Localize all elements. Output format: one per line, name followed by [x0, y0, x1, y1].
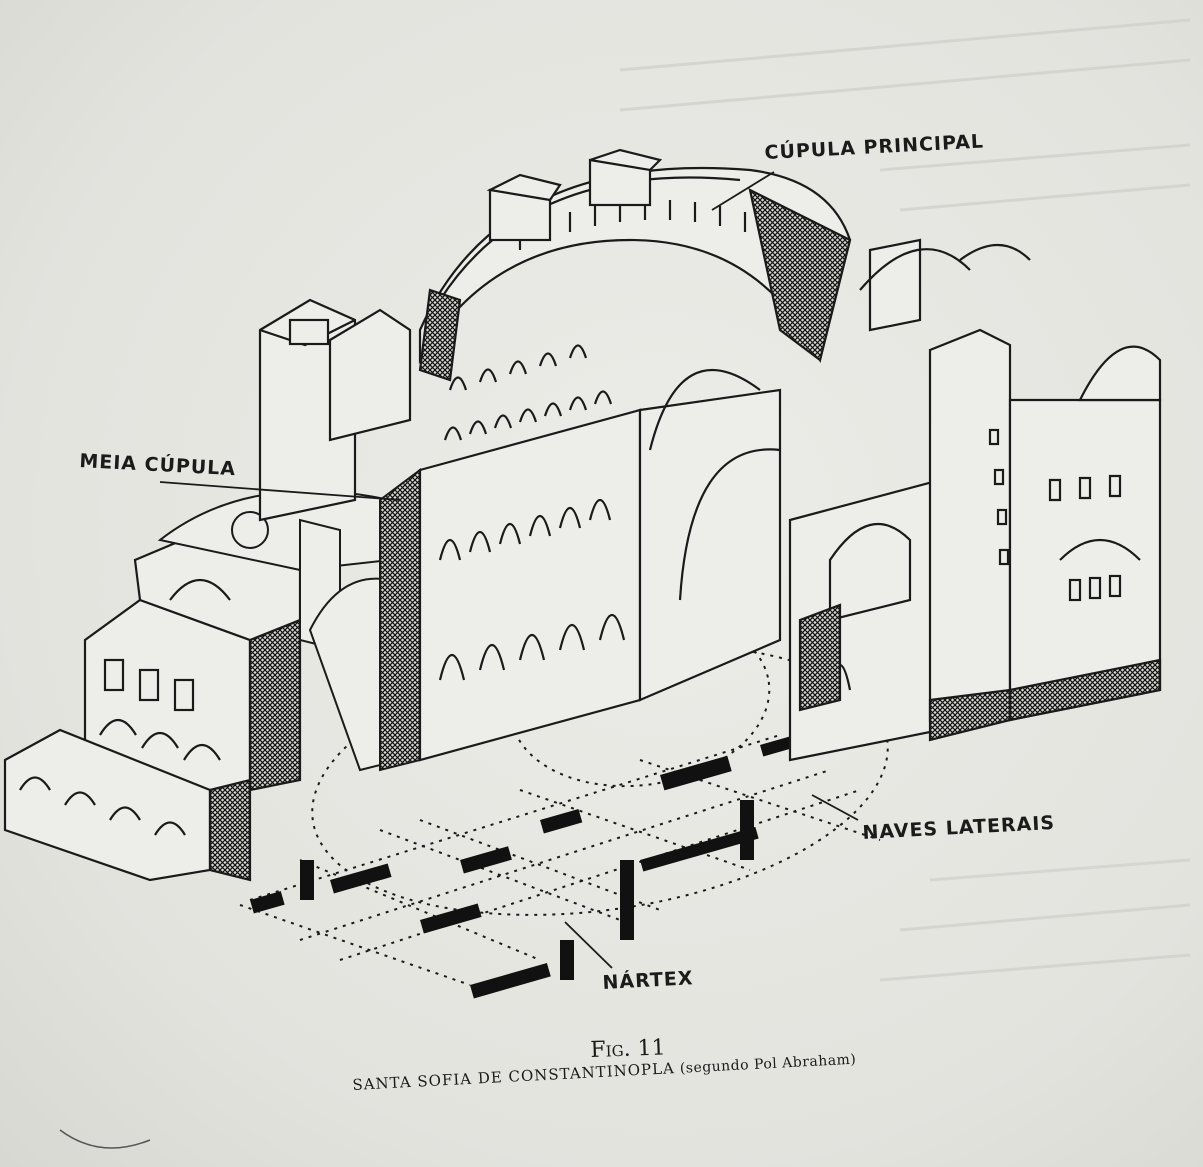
west-wing	[3, 518, 302, 882]
figure-number: Fig. 11	[590, 1035, 666, 1063]
northwest-tower	[258, 298, 412, 522]
west-semi-dome	[157, 468, 421, 772]
east-wing	[788, 238, 1162, 762]
bleed-through-text	[619, 18, 1191, 982]
main-dome	[418, 148, 852, 382]
pencil-mark	[59, 1129, 151, 1149]
leader-lines	[159, 171, 859, 969]
central-nave	[418, 344, 782, 762]
ground-plan-piers	[249, 728, 852, 999]
